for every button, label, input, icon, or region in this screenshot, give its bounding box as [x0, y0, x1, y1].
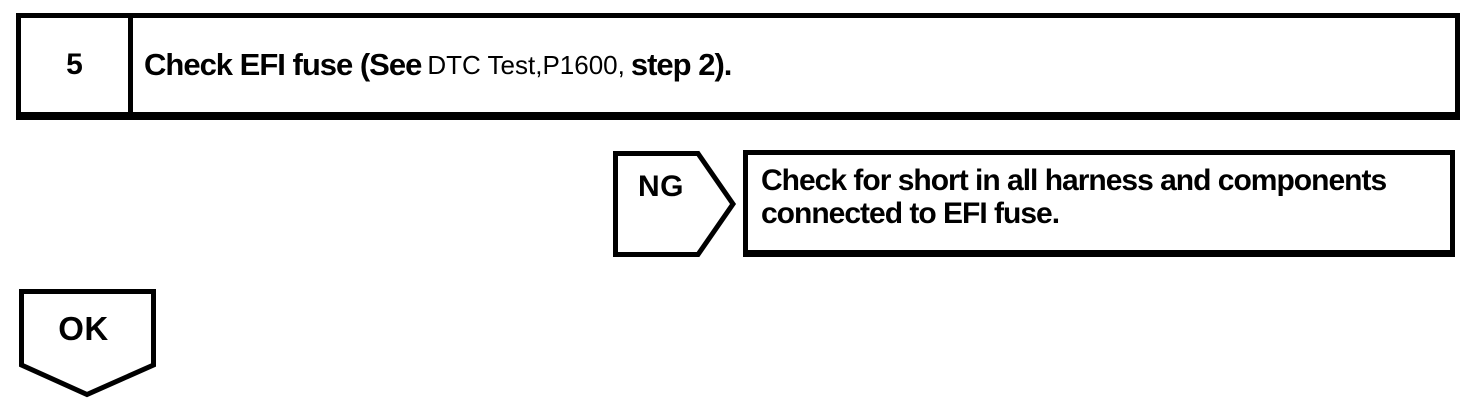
ng-action-line1: Check for short in all harness and compo… [761, 164, 1387, 197]
ng-right-arrow-shape [613, 151, 737, 257]
ok-down-arrow-shape [19, 289, 156, 398]
instruction-bold-end: step 2). [630, 47, 733, 82]
instruction-bold-start: Check EFI fuse (See [144, 47, 422, 82]
ok-label: OK [58, 310, 109, 347]
step-instruction: Check EFI fuse (See DTC Test,P1600, step… [133, 18, 1455, 112]
dtc-reference: DTC Test,P1600, [427, 49, 625, 80]
ng-action-line2: connected to EFI fuse. [761, 197, 1060, 230]
step-number: 5 [21, 18, 133, 112]
step-box: 5 Check EFI fuse (See DTC Test,P1600, st… [16, 13, 1460, 120]
ng-label: NG [638, 170, 684, 203]
ng-action-box: Check for short in all harness and compo… [743, 150, 1455, 257]
